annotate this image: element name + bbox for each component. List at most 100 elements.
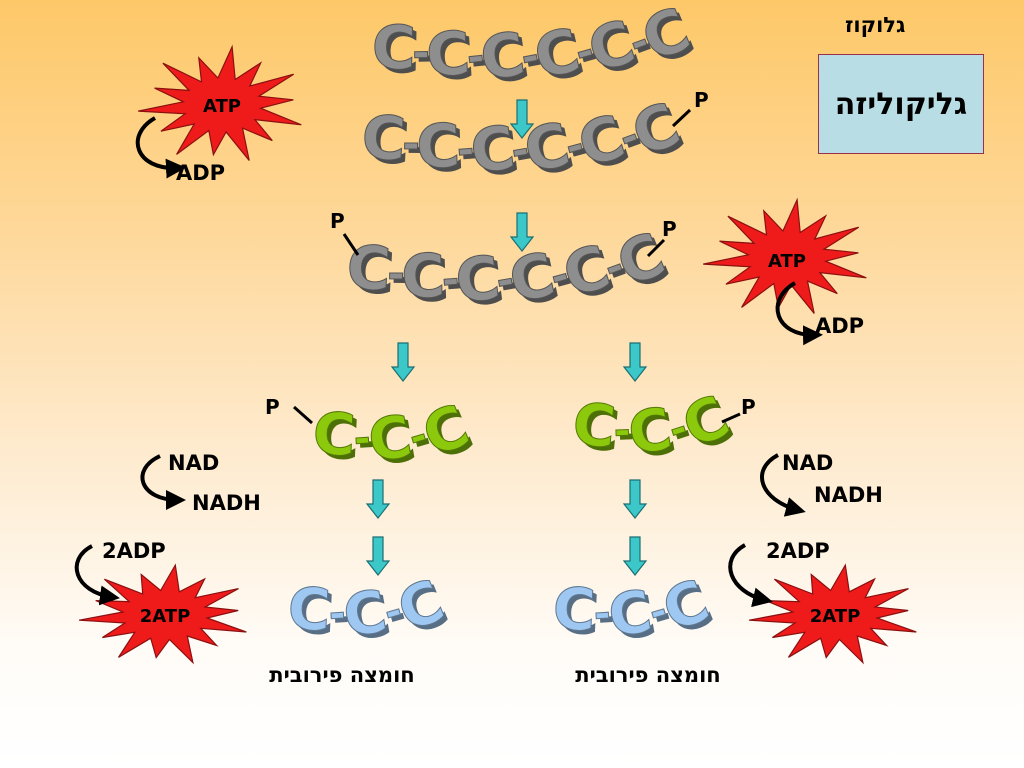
carbon-glyph: - [464, 31, 486, 82]
carbon-glyph: - [613, 406, 632, 455]
carbon-glyph: - [391, 253, 409, 302]
down-arrow-icon [365, 479, 391, 519]
pyruvate-label: חומצה פירובית [575, 663, 720, 687]
carbon-glyph: - [592, 589, 612, 638]
atp-label: ATP [768, 251, 806, 272]
carbon-glyph: C [286, 574, 332, 644]
phosphate-label: P [662, 217, 677, 241]
curved-arrow-icon [74, 544, 120, 606]
adp2-label: 2ADP [766, 539, 830, 563]
carbon-glyph: C [476, 19, 530, 95]
pyruvate-chain-right: CC--CC--CC [551, 566, 723, 655]
carbon-glyph: - [440, 254, 461, 304]
starburst-shape [748, 563, 917, 665]
carbon-glyph: C [315, 403, 361, 473]
down-arrow-icon [509, 99, 535, 139]
carbon-glyph: - [455, 124, 476, 174]
atp2-label: 2ATP [810, 606, 861, 627]
carbon-glyph: - [468, 35, 490, 86]
carbon-glyph: - [412, 28, 430, 77]
page-title: גליקוליזה [834, 86, 968, 122]
carbon-glyph: - [352, 414, 372, 463]
phosphate-label: P [694, 88, 709, 112]
down-arrow-shape [390, 342, 416, 382]
carbon-glyph: C [574, 394, 623, 466]
curved-arrow-icon [775, 281, 823, 346]
carbon-glyph: C [555, 578, 601, 648]
carbon-glyph: C [551, 574, 597, 644]
phosphate-bond [293, 405, 313, 425]
atp2-label: 2ATP [140, 606, 191, 627]
down-arrow-icon [365, 536, 391, 576]
down-arrow-icon [509, 212, 535, 252]
down-arrow-shape [622, 536, 648, 576]
down-arrow-icon [622, 536, 648, 576]
carbon-glyph: C [360, 103, 408, 175]
carbon-glyph: C [290, 578, 336, 648]
pyruvate-chain-left: CC--CC--CC [286, 566, 458, 655]
down-arrow-shape [622, 479, 648, 519]
carbon-glyph: C [480, 23, 534, 99]
down-arrow-shape [509, 212, 535, 252]
carbon-glyph: - [596, 593, 616, 642]
phosphate-label: P [265, 395, 280, 419]
carbon-glyph: C [364, 107, 412, 179]
carbon-glyph: C [466, 113, 519, 188]
carbon-glyph: C [451, 243, 504, 318]
down-arrow-icon [622, 342, 648, 382]
glucose-chain: CC--CC--CC--CC--CC--CC [370, 0, 704, 99]
phosphate-bond [342, 233, 360, 256]
curved-arrow-icon [140, 454, 186, 510]
adp-label: ADP [176, 161, 225, 185]
carbon-glyph: - [406, 123, 424, 172]
carbon-glyph: C [349, 237, 397, 309]
atp-label: ATP [203, 96, 241, 117]
carbon-glyph: C [570, 390, 619, 462]
carbon-glyph: - [356, 418, 376, 467]
curved-arrow-icon [760, 453, 806, 517]
carbon-glyph: - [617, 410, 636, 459]
carbon-glyph: C [311, 399, 357, 469]
phosphate-label: P [330, 209, 345, 233]
down-arrow-icon [390, 342, 416, 382]
carbon-glyph: C [375, 17, 421, 88]
phosphate-bond [646, 238, 666, 258]
adp2-label: 2ADP [102, 539, 166, 563]
phosphate-bond [671, 108, 692, 128]
down-arrow-shape [365, 536, 391, 576]
starburst-icon [138, 44, 302, 161]
starburst-shape [78, 563, 247, 665]
starburst-icon [78, 563, 247, 665]
carbon-glyph: - [402, 119, 420, 168]
carbon-glyph: C [338, 577, 392, 651]
carbon-glyph: C [424, 19, 472, 92]
carbon-glyph: - [387, 249, 405, 298]
carbon-glyph: - [444, 258, 465, 308]
down-arrow-shape [509, 99, 535, 139]
down-arrow-shape [622, 342, 648, 382]
down-arrow-icon [622, 479, 648, 519]
carbon-glyph: C [415, 111, 462, 183]
carbon-glyph: - [416, 32, 434, 81]
carbon-glyph: C [345, 233, 393, 305]
glucose-label: גלוקוז [845, 13, 905, 37]
carbon-glyph: C [419, 115, 466, 187]
carbon-glyph: C [455, 247, 508, 322]
title-box: גליקוליזה [818, 54, 984, 154]
carbon-glyph: - [331, 593, 351, 642]
triose-chain-left: CC--CC--CC [311, 391, 483, 480]
fructose-bisphosphate-chain: CC--CC--CC--CC--CC--CC [344, 219, 679, 322]
nad-label: NAD [782, 451, 833, 475]
nadh-label: NADH [814, 483, 883, 507]
carbon-glyph: C [371, 13, 417, 84]
carbon-glyph: C [470, 117, 523, 192]
curved-arrow-icon [135, 116, 186, 179]
carbon-glyph: - [459, 128, 480, 178]
nad-label: NAD [168, 451, 219, 475]
starburst-icon [748, 563, 917, 665]
pyruvate-label: חומצה פירובית [269, 663, 414, 687]
adp-label: ADP [815, 314, 864, 338]
carbon-glyph: - [327, 589, 347, 638]
carbon-glyph: C [503, 240, 561, 318]
